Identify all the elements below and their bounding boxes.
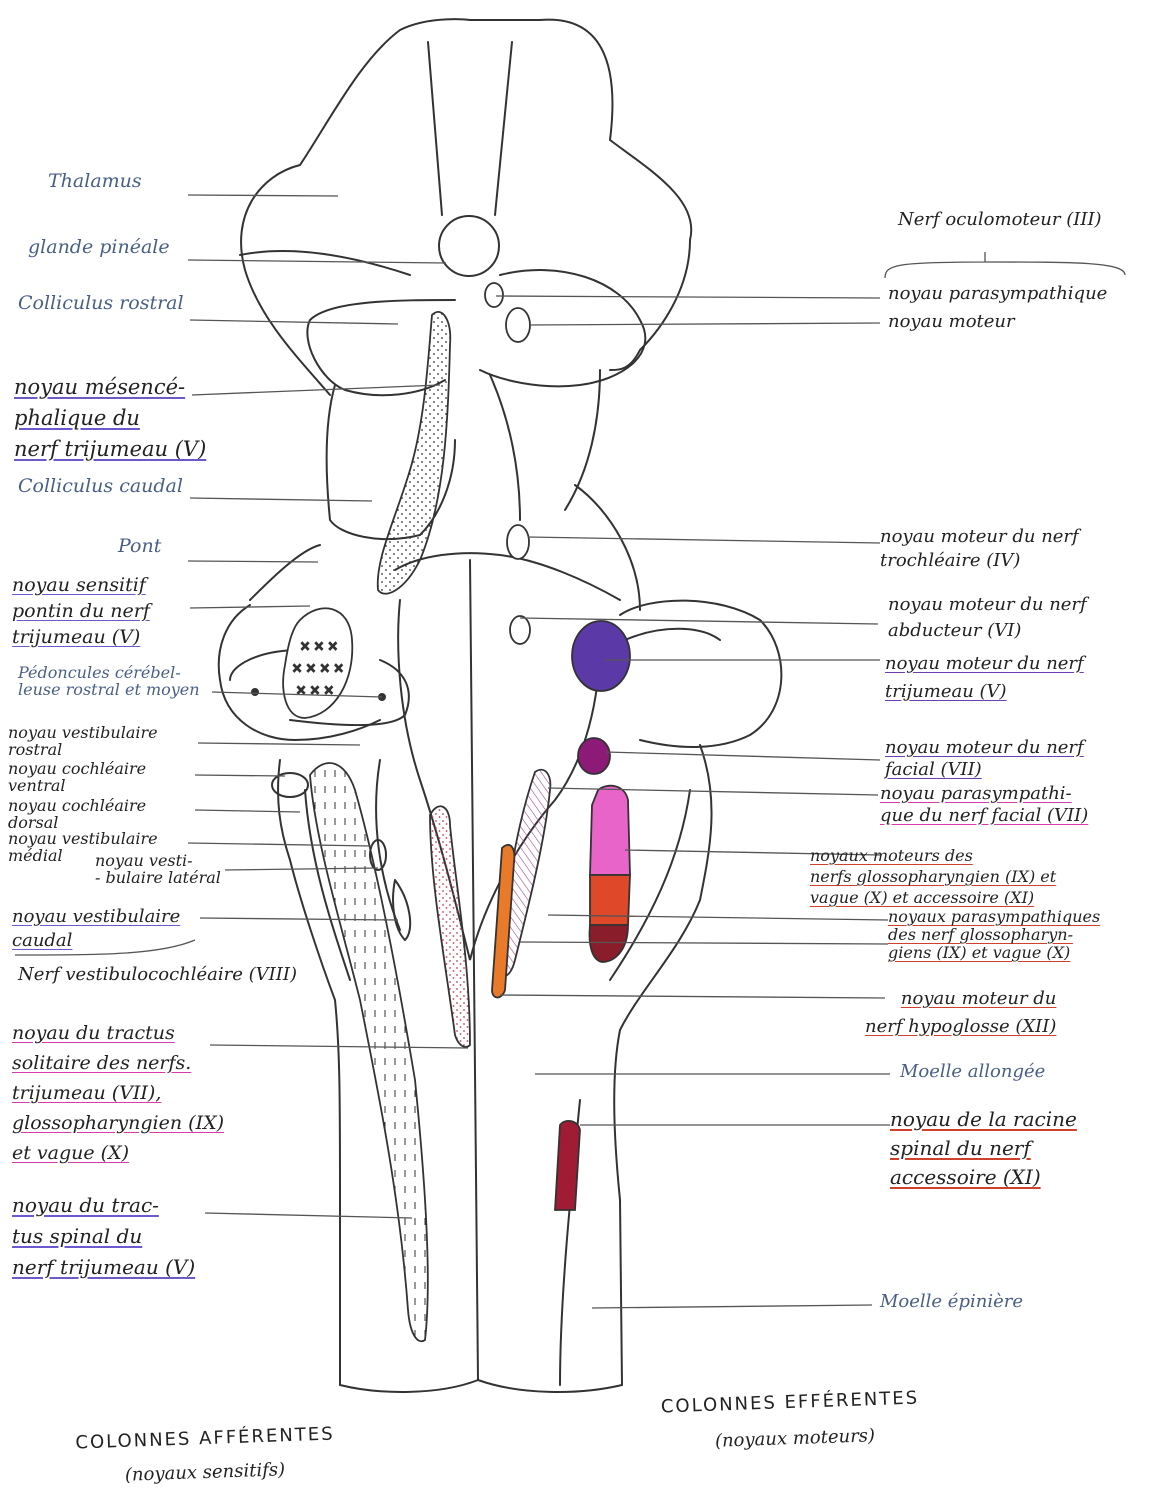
pons-shape [250, 485, 640, 610]
midline-upper-right [495, 42, 512, 215]
label-moelle-epiniere: Moelle épinière [880, 1292, 1023, 1312]
label-mesencephalique: noyau mésencé- phalique du nerf trijumea… [14, 372, 206, 465]
peduncle-dot-left [252, 689, 258, 695]
oculomotor-parasympathetic-nucleus [485, 283, 503, 307]
label-moteur-trijumeau: noyau moteur du nerf trijumeau (V) [885, 650, 1084, 706]
label-nerf-oculomoteur: Nerf oculomoteur (III) [898, 210, 1102, 230]
leader-trochleaire [528, 537, 880, 543]
glosso-motor-red [590, 875, 630, 925]
leader-moteur [530, 323, 880, 325]
label-moteur: noyau moteur [888, 312, 1015, 332]
leader-moteur-facial [606, 752, 880, 760]
vestibular-caudal-shape [393, 880, 410, 940]
label-moelle-allongee: Moelle allongée [900, 1062, 1045, 1082]
abducens-nucleus [510, 616, 530, 644]
pineal-gland-shape [439, 216, 499, 276]
leader-pineal [188, 260, 446, 263]
facial-motor-nucleus [578, 738, 610, 774]
leader-hypoglosse [500, 995, 885, 998]
colliculus-caudal-right [490, 370, 600, 520]
label-moteur-facial: noyau moteur du nerf facial (VII) [885, 737, 1084, 781]
spinal-accessory-nucleus [555, 1121, 580, 1210]
label-thalamus: Thalamus [48, 170, 142, 192]
leader-cochleaire-dorsal [195, 810, 300, 812]
spinal-trigeminal-nucleus [310, 763, 428, 1341]
label-vestibulaire-rostral: noyau vestibulaire rostral [8, 724, 158, 758]
oculomotor-motor-nucleus [506, 308, 530, 342]
bracket-oculomoteur [885, 252, 1125, 278]
label-hypoglosse: noyau moteur du nerf hypoglosse (XII) [865, 985, 1056, 1041]
label-glande-pineale: glande pinéale [28, 236, 170, 258]
peduncle-right-inner [625, 629, 720, 640]
label-colliculus-rostral: Colliculus rostral [18, 292, 184, 314]
leader-parasympathique [496, 296, 880, 298]
pontine-cross-marks-2: × × × × [292, 661, 344, 675]
glosso-motor-dark [590, 925, 629, 962]
label-parasympathique: noyau parasympathique [888, 284, 1107, 304]
label-cochleaire-ventral: noyau cochléaire ventral [8, 760, 146, 794]
label-abducteur: noyau moteur du nerf abducteur (VI) [888, 592, 1087, 644]
leader-thalamus [188, 195, 338, 196]
mesencephalic-nucleus [378, 312, 451, 594]
label-sensitif-pontin: noyau sensitif pontin du nerf trijumeau … [12, 572, 150, 650]
label-parasym-glosso: noyaux parasympathiques des nerf glossop… [888, 908, 1100, 962]
pons-body [395, 553, 620, 600]
label-vestibulaire-lateral: noyau vesti- - bulaire latéral [95, 852, 221, 886]
midline-upper-left [428, 42, 442, 215]
leader-pont [188, 561, 318, 562]
label-cochleaire-dorsal: noyau cochléaire dorsal [8, 797, 146, 831]
leader-vestibulaire-rostral [198, 743, 360, 745]
leader-colliculus-caudal [190, 498, 372, 501]
leader-tractus-spinal [205, 1213, 412, 1218]
label-colliculus-caudal: Colliculus caudal [18, 475, 183, 497]
leader-colliculus-rostral [190, 320, 398, 324]
label-pedoncules: Pédoncules cérébel- leuse rostral et moy… [18, 664, 200, 698]
medulla-bottom [340, 1380, 622, 1392]
trigeminal-motor-nucleus [572, 621, 630, 691]
midline-lower [470, 560, 478, 1380]
leader-sensitif-pontin [190, 606, 310, 608]
nuclei: × × × × × × × × × × [283, 283, 630, 1341]
label-moteurs-glosso: noyaux moteurs des nerfs glossopharyngie… [810, 845, 1056, 908]
label-tractus-solitaire: noyau du tractus solitaire des nerfs. tr… [12, 1018, 224, 1168]
leader-abducteur [520, 618, 878, 624]
label-trochleaire: noyau moteur du nerf trochléaire (IV) [880, 525, 1079, 573]
label-tractus-spinal: noyau du trac- tus spinal du nerf trijum… [12, 1190, 195, 1283]
leader-cochleaire-ventral [195, 775, 285, 776]
leader-parasym-glosso-2 [520, 942, 888, 944]
trochlear-nucleus [507, 525, 529, 559]
label-parasym-facial: noyau parasympathi- que du nerf facial (… [880, 783, 1088, 827]
glosso-motor-pink [590, 786, 630, 875]
pontine-cross-marks: × × × [300, 639, 338, 653]
label-racine-spinale: noyau de la racine spinal du nerf access… [890, 1105, 1077, 1192]
label-pont: Pont [118, 535, 161, 557]
label-vestibulaire-caudal: noyau vestibulaire caudal [12, 905, 180, 953]
leader-moelle-epiniere [592, 1305, 872, 1308]
label-nerf-vestibulo: Nerf vestibulocochléaire (VIII) [18, 965, 297, 985]
solitary-tract-nucleus [430, 806, 470, 1047]
